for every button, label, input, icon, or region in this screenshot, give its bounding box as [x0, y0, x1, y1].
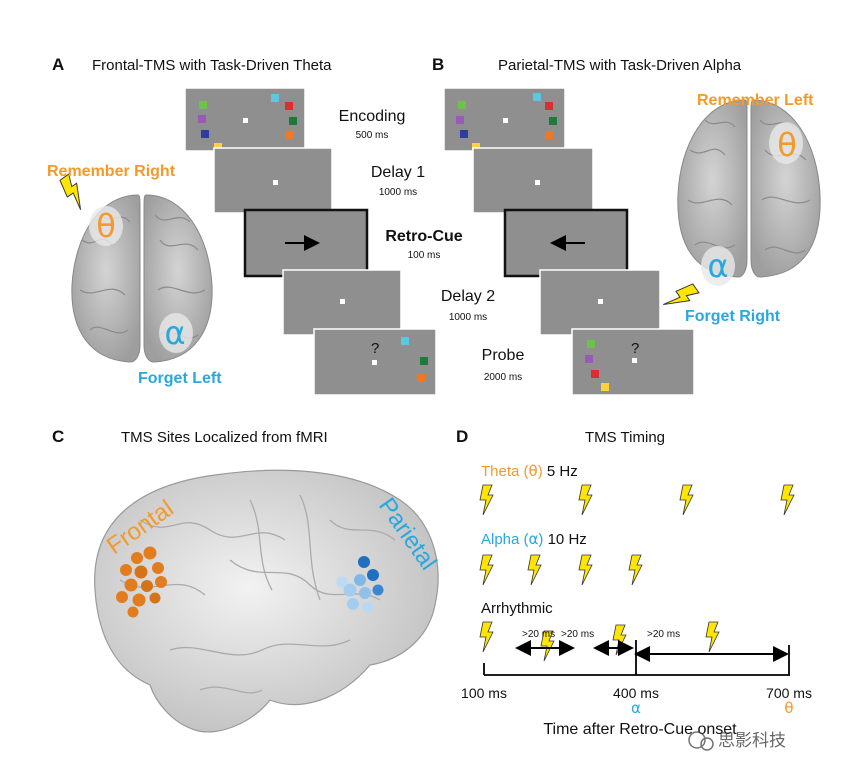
panel-a-letter: A: [52, 55, 64, 74]
probe-question-mark-a: ?: [371, 340, 379, 357]
alpha-symbol-b: α: [707, 247, 728, 285]
brain-lateral-view: [94, 469, 439, 733]
screen-probe-a: [313, 328, 437, 396]
panel-d-letter: D: [456, 427, 468, 446]
probe-time: 2000 ms: [484, 372, 522, 383]
panel-a: A Frontal-TMS with Task-Driven Theta θ α…: [47, 55, 437, 396]
tick-700-theta-symbol: θ: [784, 699, 793, 717]
brain-top-view-a: [71, 194, 213, 363]
alpha-row-label: Alpha (α) 10 Hz: [481, 530, 587, 548]
tick-100-label: 100 ms: [461, 685, 507, 701]
trial-labels: Encoding 500 ms Delay 1 1000 ms Retro-Cu…: [339, 108, 525, 383]
screen-delay1-b: [472, 147, 594, 214]
screen-delay1-a: [213, 147, 333, 214]
delay2-label: Delay 2: [441, 288, 495, 305]
gap-label-3: >20 ms: [647, 629, 680, 640]
screen-delay2-a: [282, 269, 402, 336]
remember-right-label: Remember Right: [47, 163, 176, 180]
screen-encoding-a: [184, 87, 306, 152]
brain-top-view-b: [677, 99, 821, 286]
lightning-bolt-icon: [479, 484, 494, 516]
gap-label-2: >20 ms: [561, 629, 594, 640]
panel-d: D TMS Timing Theta (θ) 5 Hz Alpha (α) 10…: [456, 427, 812, 738]
panel-b-title: Parietal-TMS with Task-Driven Alpha: [498, 57, 742, 74]
delay1-label: Delay 1: [371, 164, 425, 181]
screen-retrocue-b: [503, 208, 629, 278]
tick-400-alpha-symbol: α: [631, 699, 641, 717]
theta-symbol-a: θ: [96, 207, 116, 245]
panel-c: C TMS Sites Localized from fMRI: [52, 427, 442, 733]
panel-a-title: Frontal-TMS with Task-Driven Theta: [92, 57, 332, 74]
lightning-bolt-icon: [780, 484, 795, 516]
watermark: 思影科技: [688, 731, 786, 751]
alpha-pulses: [479, 554, 643, 586]
probe-label: Probe: [482, 347, 525, 364]
alpha-symbol-a: α: [164, 314, 185, 352]
lightning-bolt-icon: [628, 554, 643, 586]
gap-arrows: [515, 640, 789, 662]
delay2-time: 1000 ms: [449, 312, 487, 323]
timeline-x-label: Time after Retro-Cue onset: [543, 721, 737, 738]
lightning-bolt-icon: [527, 554, 542, 586]
forget-left-label: Forget Left: [138, 370, 222, 387]
delay1-time: 1000 ms: [379, 187, 417, 198]
arrhythmic-pulses: [479, 621, 720, 662]
lightning-bolt-icon: [578, 554, 593, 586]
panel-d-title: TMS Timing: [585, 429, 665, 446]
lightning-bolt-icon: [679, 484, 694, 516]
screen-delay2-b: [539, 269, 661, 336]
theta-pulses: [479, 484, 795, 516]
panel-b: B Parietal-TMS with Task-Driven Alpha: [432, 55, 821, 396]
panel-c-letter: C: [52, 427, 64, 446]
watermark-text: 思影科技: [718, 731, 786, 750]
retrocue-time: 100 ms: [408, 250, 441, 261]
panel-c-title: TMS Sites Localized from fMRI: [121, 429, 328, 446]
lightning-bolt-icon: [479, 621, 494, 653]
lightning-bolt-icon: [578, 484, 593, 516]
encoding-label: Encoding: [339, 108, 406, 125]
arrhythmic-label: Arrhythmic: [481, 600, 553, 617]
panel-b-letter: B: [432, 55, 444, 74]
encoding-time: 500 ms: [356, 130, 389, 141]
timeline-axis: [483, 640, 790, 676]
screen-encoding-b: [443, 87, 566, 152]
tick-400-label: 400 ms: [613, 685, 659, 701]
remember-left-label: Remember Left: [697, 92, 814, 109]
theta-symbol-b: θ: [777, 126, 797, 164]
lightning-bolt-icon: [612, 624, 627, 656]
lightning-bolt-icon: [705, 621, 720, 653]
screen-probe-b: [571, 328, 695, 396]
probe-question-mark-b: ?: [631, 340, 639, 357]
theta-row-label: Theta (θ) 5 Hz: [481, 462, 578, 480]
forget-right-label: Forget Right: [685, 308, 781, 325]
gap-label-1: >20 ms: [522, 629, 555, 640]
screen-retrocue-a: [243, 208, 369, 278]
tick-700-label: 700 ms: [766, 685, 812, 701]
lightning-bolt-icon: [479, 554, 494, 586]
retrocue-label: Retro-Cue: [385, 228, 462, 245]
